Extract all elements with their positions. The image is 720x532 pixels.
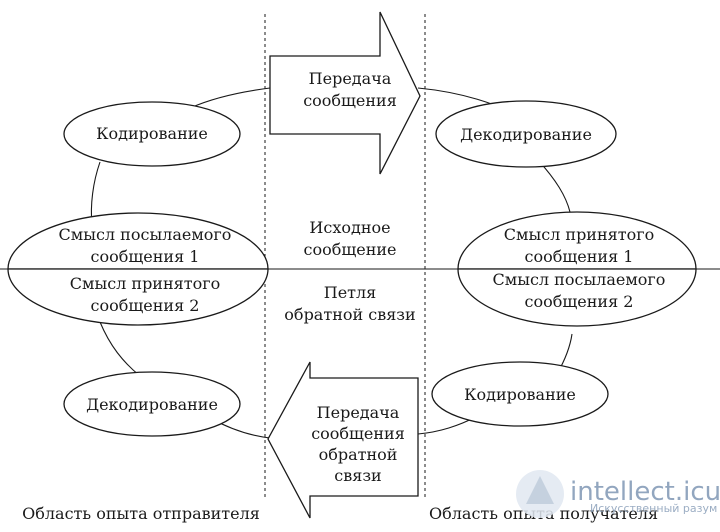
receiver-decoding-ellipse bbox=[435, 100, 617, 168]
sender-meaning-top-half bbox=[7, 212, 269, 270]
message-transfer-label-line1: Передача bbox=[309, 69, 392, 88]
message-transfer-arrow bbox=[269, 11, 421, 175]
feedback-transfer-label-line1: Передача bbox=[317, 403, 400, 422]
sender-encoding-ellipse bbox=[63, 101, 241, 167]
watermark-warning-icon bbox=[526, 476, 554, 504]
receiver-meaning-top-line1: Смысл принятого bbox=[504, 225, 654, 244]
receiver-loop-upper-side bbox=[537, 159, 571, 213]
original-message-line2: сообщение bbox=[304, 240, 397, 259]
feedback-transfer-label-line2: сообщения bbox=[311, 424, 405, 443]
sender-experience-area-label: Область опыта отправителя bbox=[22, 504, 260, 523]
receiver-meaning-bottom-line1: Смысл посылаемого bbox=[493, 270, 666, 289]
feedback-transfer-label-line4: связи bbox=[334, 466, 381, 485]
feedback-transfer-arrow bbox=[267, 361, 419, 519]
sender-meaning-top-line1: Смысл посылаемого bbox=[59, 225, 232, 244]
receiver-meaning-bottom-line2: сообщения 2 bbox=[525, 292, 634, 311]
receiver-meaning-bottom-half bbox=[457, 268, 697, 327]
receiver-meaning-top-line2: сообщения 1 bbox=[525, 247, 634, 266]
receiver-encoding-label: Кодирование bbox=[464, 385, 576, 404]
original-message-line1: Исходное bbox=[309, 218, 390, 237]
receiver-decoding-label: Декодирование bbox=[460, 125, 592, 144]
receiver-meaning-top-half bbox=[457, 211, 697, 270]
sender-decoding-label: Декодирование bbox=[86, 395, 218, 414]
watermark: intellect.icu Искусственный разум bbox=[516, 470, 720, 518]
sender-loop-lower-side bbox=[99, 321, 141, 377]
watermark-tagline-text: Искусственный разум bbox=[590, 502, 717, 515]
feedback-loop-line2: обратной связи bbox=[284, 305, 415, 324]
receiver-encoding-ellipse bbox=[431, 361, 609, 427]
sender-meaning-bottom-line1: Смысл принятого bbox=[70, 274, 220, 293]
sender-meaning-top-line2: сообщения 1 bbox=[91, 247, 200, 266]
sender-meaning-bottom-line2: сообщения 2 bbox=[91, 296, 200, 315]
feedback-transfer-label-line3: обратной bbox=[319, 445, 398, 464]
sender-meaning-bottom-half bbox=[7, 268, 269, 326]
sender-decoding-ellipse bbox=[63, 371, 241, 437]
sender-encoding-label: Кодирование bbox=[96, 124, 208, 143]
message-transfer-label-line2: сообщения bbox=[303, 91, 397, 110]
watermark-brand-text: intellect.icu bbox=[570, 477, 720, 507]
feedback-loop-line1: Петля bbox=[324, 283, 377, 302]
